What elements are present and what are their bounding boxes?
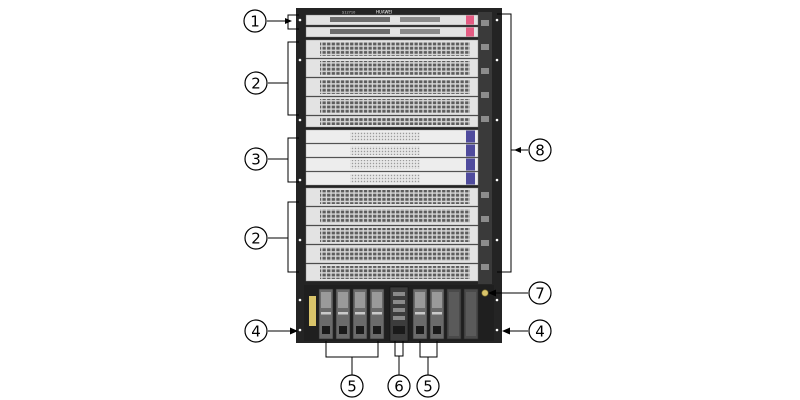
bracket-6 [394, 341, 404, 357]
bracket-8 [497, 13, 512, 273]
callout-8: 8 [528, 138, 552, 162]
bracket-2-upper [287, 41, 299, 116]
lpu-card-lower-5 [305, 263, 479, 282]
leader-lines [267, 13, 528, 375]
arrowhead-8 [514, 147, 521, 153]
chassis-brand-text: HUAWEI [376, 10, 392, 15]
switch-chassis: S12710 HUAWEI [296, 8, 502, 343]
callout-2-upper: 2 [244, 71, 268, 95]
power-label-badge [309, 296, 316, 326]
lpu-card-lower-3 [305, 225, 479, 245]
lpu-card-lower-4 [305, 244, 479, 264]
callout-5-left-label: 5 [347, 378, 357, 396]
psu-module-3 [352, 288, 368, 340]
callout-6-label: 6 [394, 378, 404, 396]
callout-4-right: 4 [528, 319, 552, 343]
callout-4-left-label: 4 [251, 323, 261, 341]
callout-2-lower-label: 2 [251, 230, 261, 248]
rack-ear-right [495, 18, 499, 332]
chassis-model-text: S12710 [342, 11, 355, 15]
sfu-card-1 [305, 129, 479, 144]
mpu-card-2 [305, 26, 479, 38]
mpu-card-1 [305, 14, 479, 26]
callout-5-right-label: 5 [423, 378, 433, 396]
callout-1-label: 1 [250, 13, 260, 31]
psu-module-1 [318, 288, 334, 340]
psu-blank-slot-2 [463, 288, 479, 340]
callout-3-label: 3 [251, 151, 261, 169]
callout-1: 1 [243, 9, 267, 33]
callout-4-left: 4 [244, 319, 268, 343]
callout-5-right: 5 [416, 374, 440, 398]
psu-module-6 [429, 288, 445, 340]
sfu-card-4 [305, 171, 479, 186]
bracket-5-right [419, 341, 438, 358]
lpu-card-lower-1 [305, 187, 479, 207]
power-monitoring-module [389, 286, 409, 342]
lpu-card-upper-4 [305, 96, 479, 116]
callout-3: 3 [244, 147, 268, 171]
rack-ear-left [298, 18, 302, 332]
lpu-card-upper-2 [305, 58, 479, 78]
psu-module-5 [412, 288, 428, 340]
sfu-card-2 [305, 143, 479, 158]
psu-module-4 [369, 288, 385, 340]
psu-blank-slot-1 [446, 288, 462, 340]
arrowhead-7 [488, 289, 496, 297]
callout-2-lower: 2 [244, 226, 268, 250]
psu-module-2 [335, 288, 351, 340]
arrowhead-1 [285, 18, 292, 24]
lpu-card-lower-2 [305, 206, 479, 226]
bracket-3 [287, 137, 299, 183]
callout-circles: 1 2 3 2 4 4 5 6 [243, 9, 552, 398]
lpu-card-upper-5 [305, 115, 479, 128]
callout-5-left: 5 [340, 374, 364, 398]
bracket-2-lower [287, 201, 299, 273]
arrowhead-4-right [502, 327, 510, 335]
callout-8-label: 8 [535, 142, 545, 160]
lpu-card-upper-1 [305, 39, 479, 59]
callout-7: 7 [528, 281, 552, 305]
lpu-card-upper-3 [305, 77, 479, 97]
esd-jack [481, 289, 489, 297]
cable-guide-slots [481, 20, 489, 270]
callout-2-upper-label: 2 [251, 75, 261, 93]
sfu-card-3 [305, 157, 479, 172]
callout-4-right-label: 4 [535, 323, 545, 341]
bracket-5-left [325, 341, 379, 358]
arrowheads [285, 18, 521, 335]
callout-6: 6 [387, 374, 411, 398]
arrowhead-4-left [290, 327, 298, 335]
callout-7-label: 7 [535, 285, 545, 303]
